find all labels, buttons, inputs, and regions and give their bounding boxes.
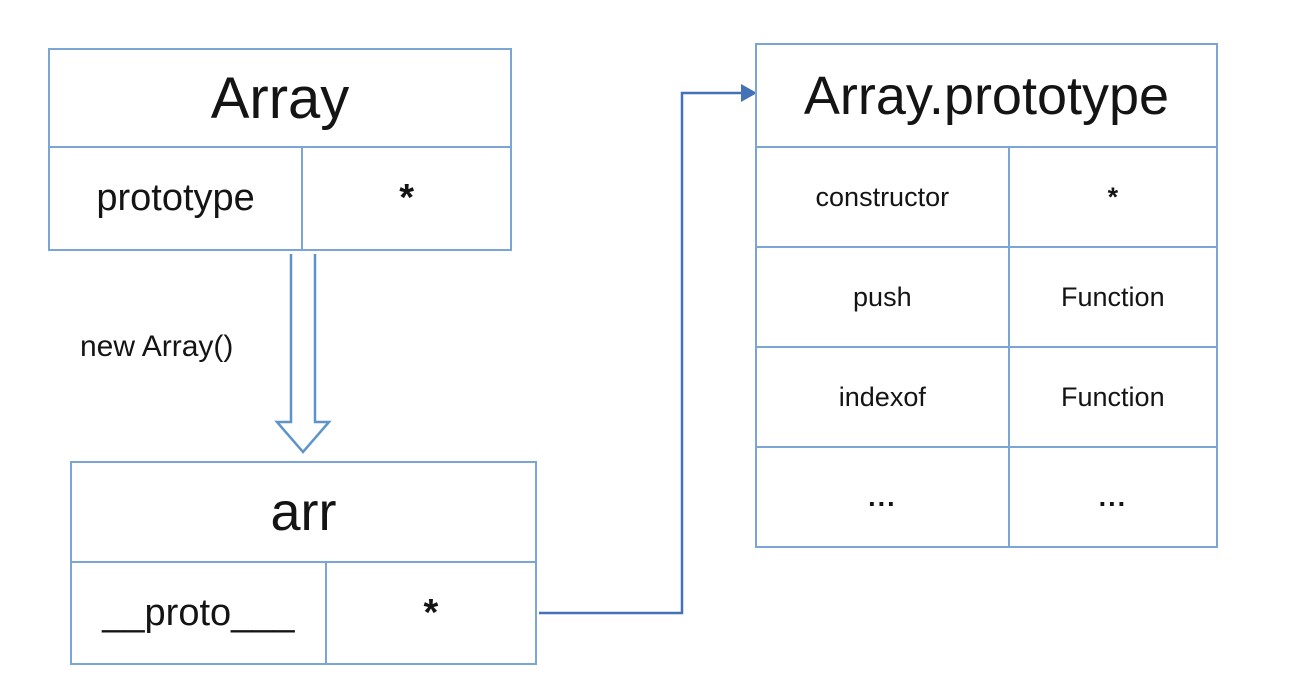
property-value-cell: * [324, 561, 537, 665]
table-row: constructor * [755, 146, 1218, 248]
property-name-cell: prototype [48, 146, 304, 251]
arr-box-title: arr [70, 461, 537, 563]
table-row: push Function [755, 246, 1218, 348]
array-prototype-box: Array.prototype constructor * push Funct… [755, 43, 1218, 548]
proto-connector-arrowhead [741, 84, 757, 102]
table-row: ... ... [755, 446, 1218, 548]
property-name-cell: push [755, 246, 1010, 348]
edge-label-new-array: new Array() [80, 330, 234, 363]
array-box-title: Array [48, 48, 512, 148]
array-class-box: Array prototype * [48, 48, 512, 251]
property-value-cell: Function [1007, 246, 1218, 348]
new-array-arrow [274, 254, 332, 454]
arr-instance-box: arr __proto___ * [70, 461, 537, 665]
property-value-cell: ... [1007, 446, 1218, 548]
proto-connector-line [539, 91, 743, 615]
property-value-cell: Function [1007, 346, 1218, 448]
table-row: prototype * [48, 146, 512, 251]
property-name-cell: constructor [755, 146, 1010, 248]
property-name-cell: indexof [755, 346, 1010, 448]
property-value-cell: * [1007, 146, 1218, 248]
table-row: __proto___ * [70, 561, 537, 665]
array-prototype-box-title: Array.prototype [755, 43, 1218, 148]
table-row: indexof Function [755, 346, 1218, 448]
property-value-cell: * [301, 146, 512, 251]
property-name-cell: ... [755, 446, 1010, 548]
property-name-cell: __proto___ [70, 561, 327, 665]
